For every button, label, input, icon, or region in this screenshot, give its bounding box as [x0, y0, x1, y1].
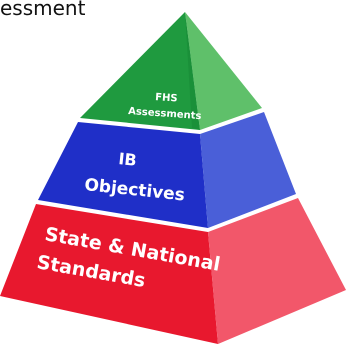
tier-top-shade: [185, 12, 200, 130]
tier-bottom-front: [0, 204, 218, 344]
tier-middle-side: [200, 112, 296, 228]
tier-top-line-2: Assessments: [128, 106, 202, 122]
tier-middle-front: [38, 122, 208, 228]
tier-middle: IB Objectives: [38, 112, 296, 228]
tier-bottom-side: [208, 198, 346, 344]
tier-top-line-1: FHS: [155, 92, 178, 105]
tier-top-front: [80, 12, 200, 130]
tier-middle-line-1: IB: [118, 149, 138, 170]
title-fragment: essment: [0, 0, 86, 20]
tier-top: FHS Assessments: [80, 12, 262, 130]
tier-bottom: State & National Standards: [0, 198, 346, 344]
tier-top-side: [185, 12, 262, 130]
